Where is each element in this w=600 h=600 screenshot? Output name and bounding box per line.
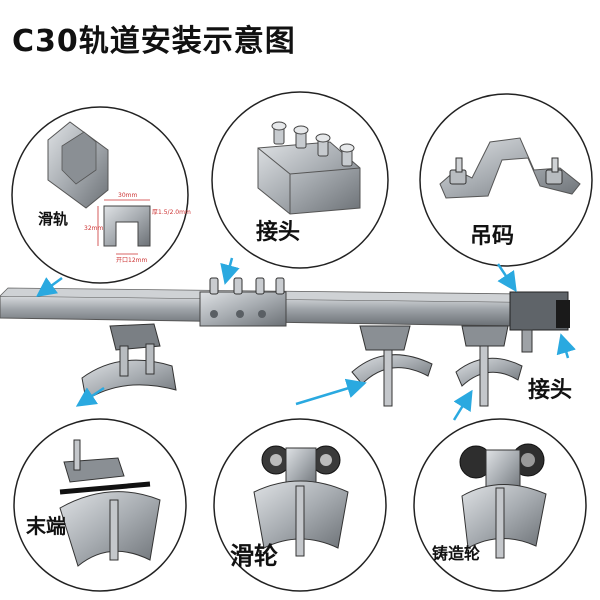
rail-dimensions: 30mm 32mm 厚1.5/2.0mm 开口12mm — [84, 192, 191, 264]
dim-opening: 开口12mm — [116, 257, 147, 264]
trolley-detail-circle — [213, 418, 387, 592]
end-stop-detail-circle — [13, 418, 187, 592]
pointer-arrows — [35, 257, 576, 421]
label-cast-wheel: 铸造轮 — [432, 544, 481, 563]
arrow-joint-top — [220, 257, 240, 285]
arrow-cast-wheel — [452, 389, 473, 421]
label-hanger: 吊码 — [470, 224, 515, 249]
trolley-assembly — [351, 325, 433, 407]
arrow-trolley — [295, 378, 367, 406]
label-end-stop: 末端 — [26, 514, 66, 538]
label-rail: 滑轨 — [38, 210, 69, 228]
dim-width: 30mm — [118, 192, 137, 199]
dim-height: 32mm — [84, 225, 103, 232]
joint-detail-circle — [211, 91, 389, 269]
label-trolley: 滑轮 — [230, 542, 278, 570]
end-stop-assembly — [81, 323, 177, 401]
cast-wheel-assembly — [455, 325, 533, 407]
rail-detail-circle — [11, 106, 189, 284]
arrow-end-stop — [75, 386, 105, 407]
dim-thickness: 厚1.5/2.0mm — [152, 209, 191, 216]
hanger-detail-circle — [419, 93, 593, 267]
arrow-hanger — [496, 263, 517, 293]
arrow-rail — [35, 276, 63, 297]
arrow-joint-right — [556, 333, 576, 359]
label-joint-right: 接头 — [528, 378, 573, 403]
cast-wheel-detail-circle — [413, 418, 587, 592]
page-title: C30轨道安装示意图 — [12, 24, 296, 59]
rail-joint — [199, 277, 287, 327]
label-joint-top: 接头 — [256, 220, 301, 245]
